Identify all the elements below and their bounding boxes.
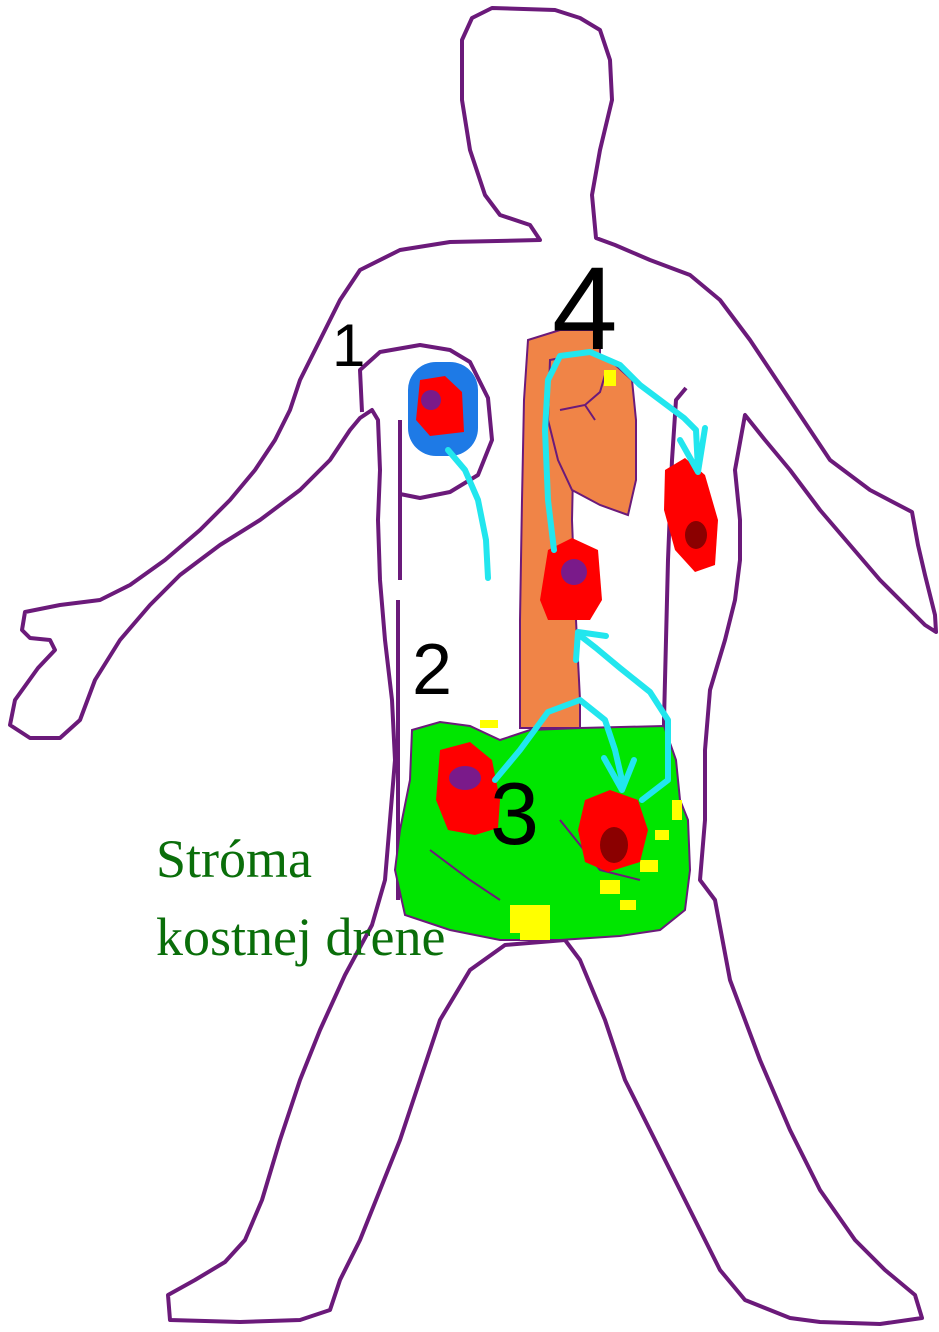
- label-number-4: 4: [552, 250, 618, 368]
- body-outline: [10, 8, 936, 1324]
- caption-stroma: Stróma: [156, 832, 312, 886]
- cell-middle: [540, 538, 602, 620]
- label-number-2: 2: [412, 634, 452, 706]
- caption-bone-marrow: kostnej drene: [156, 910, 445, 964]
- label-number-3: 3: [490, 770, 539, 858]
- cell-stem-blue: [408, 362, 478, 456]
- cell-stroma-right: [578, 790, 648, 872]
- label-number-1: 1: [332, 316, 365, 376]
- cell-right: [664, 458, 718, 572]
